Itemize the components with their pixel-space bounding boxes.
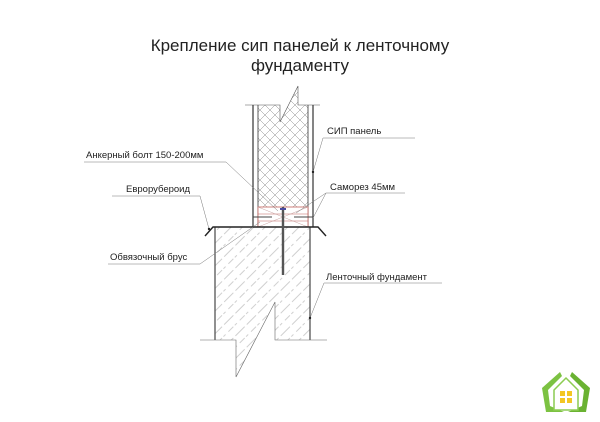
leader-lines xyxy=(84,137,442,319)
diagram-title-line2: фундаменту xyxy=(250,56,350,75)
eurorubberoid-layer xyxy=(204,226,327,237)
sip-panel xyxy=(245,85,320,227)
label-anchor-bolt: Анкерный болт 150-200мм xyxy=(86,150,204,161)
label-self-tapping-screw: Саморез 45мм xyxy=(330,182,396,193)
anchor-bolt xyxy=(280,207,286,275)
strip-foundation xyxy=(200,227,327,378)
diagram-title-line1: Крепление сип панелей к ленточному xyxy=(150,36,450,55)
label-binding-beam: Обвязочный брус xyxy=(110,252,188,263)
label-eurorubberoid: Еврорубероид xyxy=(126,184,191,195)
house-in-hands-icon xyxy=(542,372,590,412)
label-strip-foundation: Ленточный фундамент xyxy=(326,272,427,283)
label-sip-panel: СИП панель xyxy=(327,126,382,137)
